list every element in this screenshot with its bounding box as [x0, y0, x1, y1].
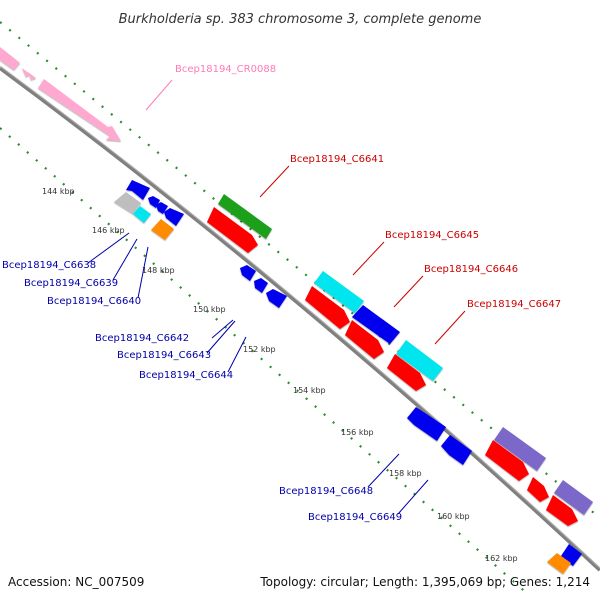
gene-blue-small-2[interactable]	[156, 202, 168, 214]
leader-C6649	[397, 479, 429, 515]
label-CR0088[interactable]: Bcep18194_CR0088	[175, 64, 276, 75]
leader-C6641	[259, 165, 290, 198]
inner-tick-track	[0, 127, 531, 597]
gene-cyan-C6645[interactable]	[314, 271, 364, 313]
label-C6647[interactable]: Bcep18194_C6647	[467, 299, 561, 310]
gene-red-6[interactable]	[527, 477, 549, 502]
leader-CR0088	[145, 79, 173, 111]
tick-label: 146 kbp	[92, 226, 125, 235]
gene-cyan-C6647[interactable]	[396, 340, 443, 381]
gene-labels: Bcep18194_CR0088 Bcep18194_C6641 Bcep181…	[2, 64, 561, 523]
tick-label: 152 kbp	[243, 345, 276, 354]
gene-red-4[interactable]	[387, 354, 426, 391]
tick-label: 150 kbp	[193, 305, 226, 314]
forward-genes	[0, 47, 593, 526]
gene-pink-small-1[interactable]	[22, 68, 30, 77]
gene-blue-C6642[interactable]	[240, 265, 256, 281]
leader-C6645	[352, 241, 385, 276]
label-C6648[interactable]: Bcep18194_C6648	[279, 486, 373, 497]
tick-labels: 144 kbp 146 kbp 148 kbp 150 kbp 152 kbp …	[42, 187, 518, 563]
leader-C6644	[227, 336, 247, 373]
gene-blue-C6648[interactable]	[407, 407, 446, 441]
label-C6639[interactable]: Bcep18194_C6639	[24, 278, 118, 289]
leader-C6648	[367, 453, 400, 488]
gene-blue-C6638[interactable]	[126, 180, 150, 200]
label-C6646[interactable]: Bcep18194_C6646	[424, 264, 518, 275]
leader-C6643	[206, 320, 236, 354]
map-title: Burkholderia sp. 383 chromosome 3, compl…	[119, 12, 482, 27]
accession-text: Accession: NC_007509	[8, 575, 144, 589]
gene-red-3[interactable]	[345, 320, 384, 359]
tick-label: 154 kbp	[293, 386, 326, 395]
gene-blue-C6649[interactable]	[441, 435, 472, 465]
label-C6641[interactable]: Bcep18194_C6641	[290, 154, 384, 165]
backbone-highlight	[0, 65, 600, 569]
label-C6644[interactable]: Bcep18194_C6644	[139, 370, 233, 381]
gene-red-1[interactable]	[207, 207, 258, 253]
gene-purple-1[interactable]	[494, 427, 546, 471]
tick-label: 162 kbp	[485, 554, 518, 563]
gene-red-5[interactable]	[485, 440, 529, 481]
tick-label: 156 kbp	[341, 428, 374, 437]
gene-orange-2[interactable]	[547, 553, 571, 574]
gene-gray[interactable]	[114, 192, 141, 214]
gene-pink-small-2[interactable]	[28, 72, 36, 80]
gene-CR0088-arrow[interactable]	[38, 79, 121, 141]
gene-pink-1[interactable]	[0, 47, 20, 70]
chromosome-backbone	[0, 66, 600, 572]
gene-cyan-C6639[interactable]	[133, 206, 151, 223]
gene-blue-C6643[interactable]	[254, 278, 268, 293]
tick-label: 144 kbp	[42, 187, 75, 196]
label-C6649[interactable]: Bcep18194_C6649	[308, 512, 402, 523]
gene-blue-C6644[interactable]	[266, 289, 287, 308]
tick-label: 160 kbp	[437, 512, 470, 521]
leader-C6640	[137, 246, 149, 299]
topology-summary: Topology: circular; Length: 1,395,069 bp…	[259, 575, 590, 589]
leader-C6638	[87, 232, 130, 264]
gene-blue-C6640[interactable]	[164, 208, 184, 226]
leader-lines	[87, 79, 466, 515]
label-C6638[interactable]: Bcep18194_C6638	[2, 260, 96, 271]
leader-C6639	[112, 238, 138, 281]
tick-label: 158 kbp	[389, 469, 422, 478]
gene-green-C6641[interactable]	[218, 194, 272, 239]
label-C6642[interactable]: Bcep18194_C6642	[95, 333, 189, 344]
gene-red-2[interactable]	[305, 286, 350, 329]
leader-C6642	[211, 319, 234, 339]
reverse-genes	[114, 180, 582, 574]
gene-purple-2[interactable]	[554, 480, 593, 515]
gene-orange-1[interactable]	[151, 219, 174, 240]
label-C6645[interactable]: Bcep18194_C6645	[385, 230, 479, 241]
label-C6640[interactable]: Bcep18194_C6640	[47, 296, 141, 307]
leader-C6646	[393, 275, 424, 308]
label-C6643[interactable]: Bcep18194_C6643	[117, 350, 211, 361]
tick-label: 148 kbp	[142, 266, 175, 275]
gene-red-7[interactable]	[546, 495, 578, 526]
leader-C6647	[434, 310, 466, 345]
gene-blue-C6646[interactable]	[352, 305, 400, 344]
